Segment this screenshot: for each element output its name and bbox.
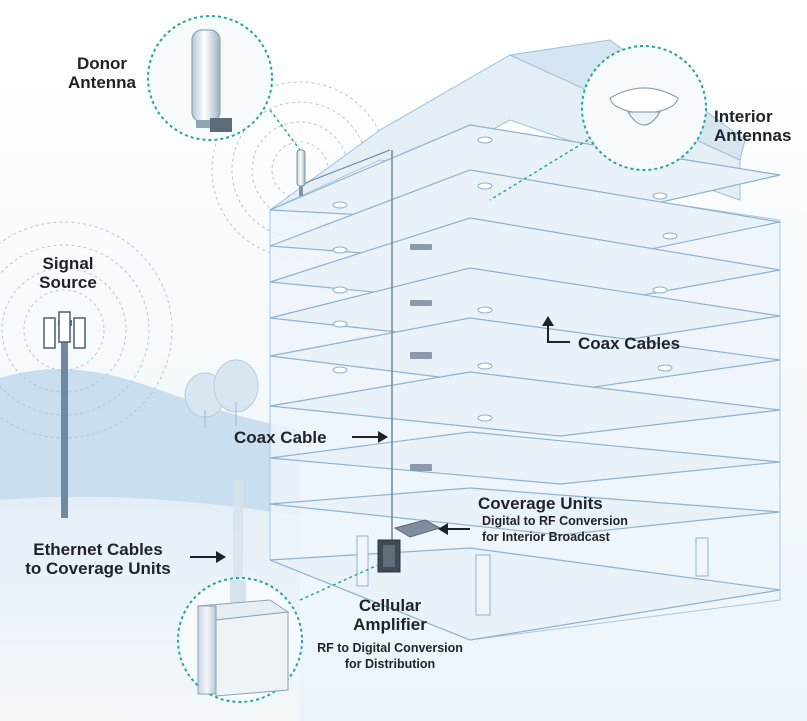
label-coax-cables: Coax Cables: [578, 334, 681, 353]
label-donor-antenna-line1: Donor: [76, 54, 128, 73]
label-coax-cable: Coax Cable: [234, 428, 327, 447]
label-coverage-units-title: Coverage Units: [478, 494, 603, 513]
label-ethernet: Ethernet Cables to Coverage Units: [10, 540, 186, 578]
arrow-icon: [190, 316, 570, 563]
callout-amplifier: [177, 564, 379, 703]
label-coverage-units-desc1: Digital to RF Conversion: [482, 514, 628, 529]
label-amplifier: Cellular Amplifier RF to Digital Convers…: [300, 596, 480, 673]
label-donor-antenna-line2: Antenna: [68, 73, 136, 93]
label-interior-antennas: Interior Antennas: [714, 107, 791, 145]
building: [269, 39, 781, 641]
label-amplifier-desc1: RF to Digital Conversion: [317, 641, 463, 656]
label-amplifier-desc2: for Distribution: [344, 657, 436, 672]
label-coverage-units: Coverage Units Digital to RF Conversion …: [478, 494, 628, 546]
label-signal-source: Signal Source: [18, 254, 118, 292]
label-ethernet-line2: to Coverage Units: [25, 559, 171, 579]
label-coverage-units-desc2: for Interior Broadcast: [482, 530, 610, 545]
callout-donor-antenna: [147, 15, 301, 151]
label-interior-antennas-line2: Antennas: [714, 126, 792, 146]
label-signal-source-line2: Source: [39, 273, 97, 293]
tree-icon: [184, 359, 259, 428]
label-amplifier-line1: Cellular: [358, 596, 422, 615]
floor-slabs: [269, 124, 781, 641]
donor-antenna-icon: [296, 149, 306, 196]
hill: [0, 369, 300, 520]
amplifier-icon: [377, 539, 401, 573]
label-signal-source-line1: Signal: [42, 254, 94, 273]
callout-interior-antennas: [489, 45, 707, 201]
label-amplifier-line2: Amplifier: [353, 615, 427, 635]
cell-tower-icon: [43, 311, 86, 518]
label-interior-antennas-line1: Interior: [714, 107, 773, 126]
interior-antennas: [332, 136, 678, 422]
label-ethernet-line1: Ethernet Cables: [33, 540, 163, 559]
label-donor-antenna: Donor Antenna: [52, 54, 152, 92]
